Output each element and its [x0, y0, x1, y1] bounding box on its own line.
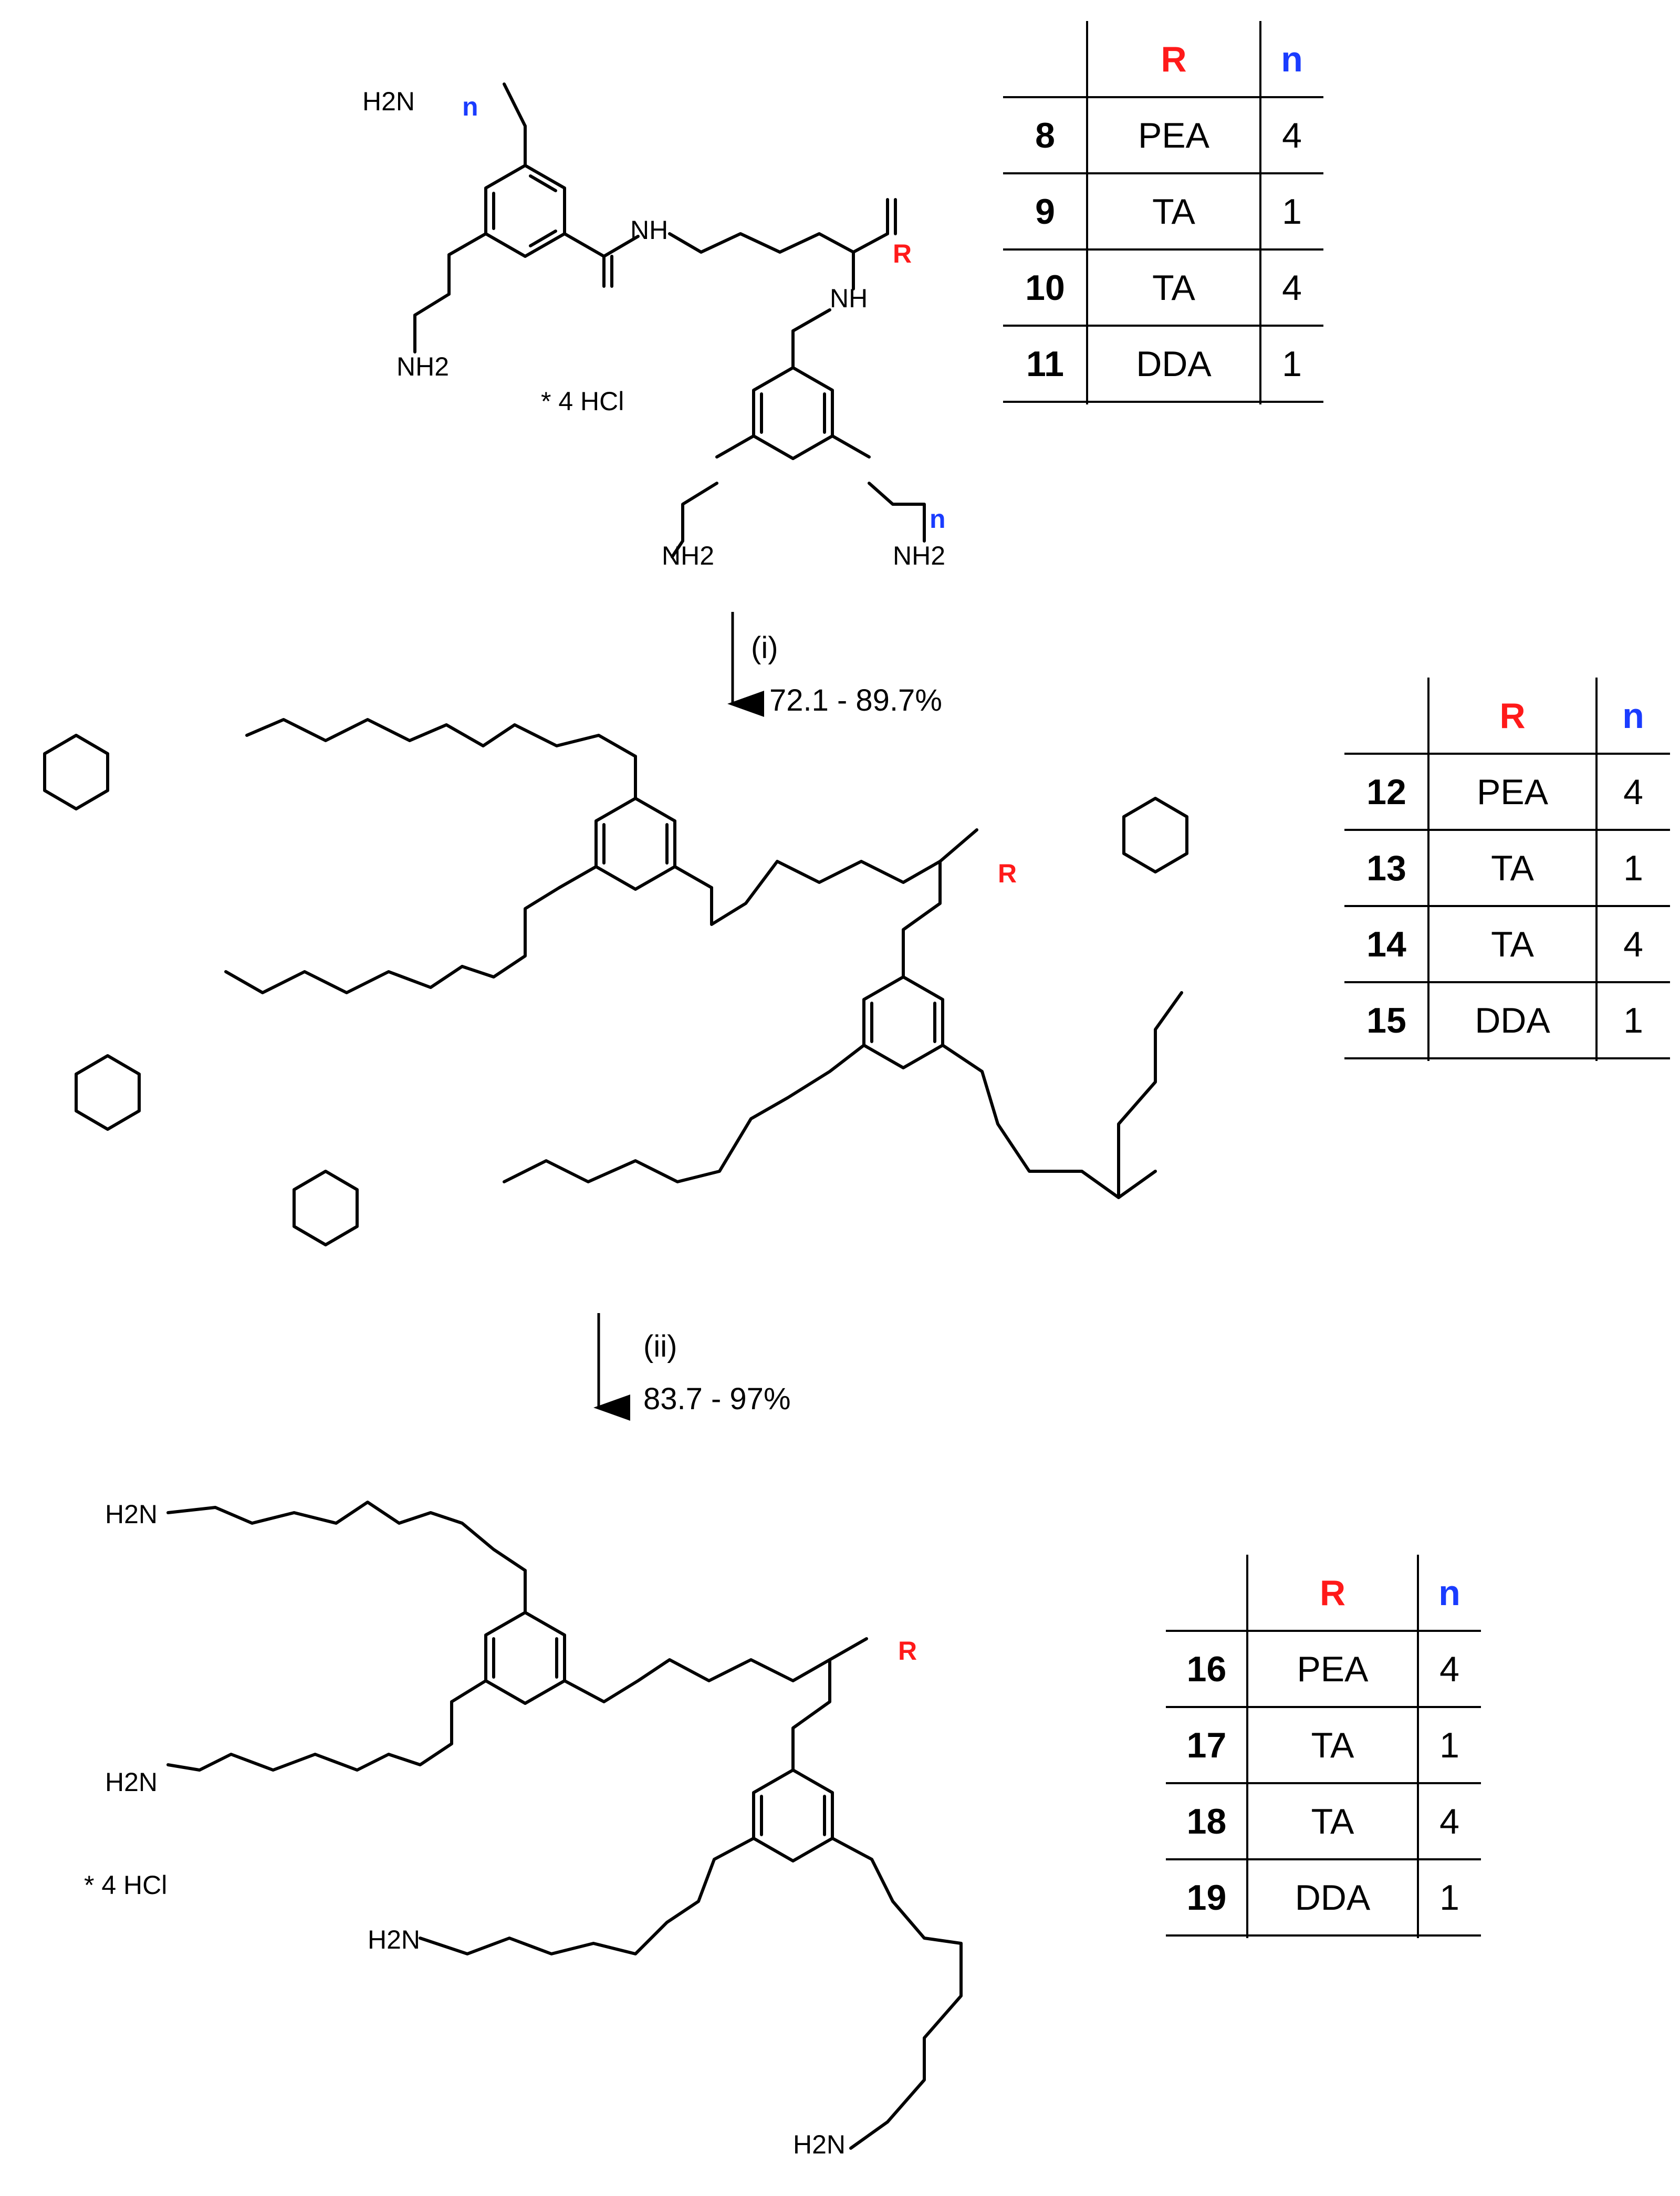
step-2-yield: 83.7 - 97% [643, 1382, 791, 1416]
n-value: 1 [1282, 344, 1302, 384]
header-n: n [1622, 695, 1644, 736]
n-value: 4 [1623, 924, 1643, 964]
compound-id: 14 [1366, 924, 1406, 964]
amine-label: H2N [368, 1925, 420, 1954]
compound-id: 10 [1025, 267, 1065, 308]
n-value: 1 [1439, 1725, 1459, 1765]
compound-table-3: R n 16 PEA 4 17 TA 1 18 TA 4 19 DDA 1 [1166, 1555, 1481, 1938]
r-group-label: R [893, 239, 912, 268]
r-value: TA [1311, 1801, 1354, 1841]
n-value: 4 [1623, 772, 1643, 812]
header-n: n [1438, 1573, 1460, 1613]
amine-label: H2N [793, 2130, 846, 2159]
repeat-unit-label: n [930, 504, 946, 534]
r-value: TA [1491, 924, 1534, 964]
table-grid [1344, 678, 1670, 1061]
n-value: 4 [1439, 1801, 1459, 1841]
n-value: 4 [1439, 1649, 1459, 1689]
r-value: PEA [1476, 772, 1549, 812]
amide-nh-label: NH [830, 284, 868, 313]
table-grid [1003, 21, 1323, 404]
header-n: n [1281, 39, 1303, 79]
amine-label: NH2 [662, 541, 714, 570]
n-value: 1 [1623, 848, 1643, 888]
amine-label: NH2 [893, 541, 945, 570]
compound-table-1: R n 8 PEA 4 9 TA 1 10 TA 4 11 DDA 1 [1003, 21, 1323, 404]
amine-label: H2N [105, 1767, 158, 1797]
r-value: PEA [1297, 1649, 1369, 1689]
step-1-label: (i) [751, 631, 778, 665]
table-grid [1166, 1555, 1481, 1938]
compound-id: 8 [1035, 115, 1055, 155]
r-group-label: R [998, 859, 1017, 888]
header-r: R [1161, 39, 1187, 79]
r-value: DDA [1295, 1877, 1371, 1918]
compound-table-2: R n 12 PEA 4 13 TA 1 14 TA 4 15 DDA 1 [1344, 678, 1670, 1061]
compound-id: 15 [1366, 1000, 1406, 1040]
compound-id: 17 [1186, 1725, 1227, 1765]
step-2-label: (ii) [643, 1329, 677, 1364]
r-value: PEA [1138, 115, 1210, 155]
reaction-arrows [593, 612, 764, 1421]
step-1-yield: 72.1 - 89.7% [769, 683, 942, 717]
compound-id: 11 [1026, 344, 1064, 384]
r-value: DDA [1136, 344, 1212, 384]
amine-label: H2N [362, 87, 415, 116]
compound-id: 9 [1035, 191, 1055, 232]
n-value: 4 [1282, 267, 1302, 308]
n-value: 1 [1439, 1877, 1459, 1918]
r-value: TA [1311, 1725, 1354, 1765]
product-structure [166, 1501, 963, 2150]
r-group-label: R [898, 1636, 917, 1666]
amine-label: NH2 [396, 352, 449, 381]
repeat-unit-label: n [462, 92, 478, 121]
compound-id: 13 [1366, 848, 1406, 888]
n-value: 1 [1623, 1000, 1643, 1040]
amide-nh-label: NH [630, 215, 668, 245]
starting-material-structure [413, 82, 926, 558]
atom-labels: H2N NH2 NH2 NH2 NH NH R R R n n H2N H2N … [105, 87, 1017, 2159]
n-value: 4 [1282, 115, 1302, 155]
header-r: R [1499, 695, 1526, 736]
compound-id: 12 [1366, 772, 1406, 812]
intermediate-structure [43, 718, 1188, 1246]
r-value: DDA [1475, 1000, 1550, 1040]
header-r: R [1319, 1573, 1346, 1613]
r-value: TA [1152, 191, 1195, 232]
compound-id: 19 [1186, 1877, 1227, 1918]
compound-id: 18 [1186, 1801, 1227, 1841]
compound-id: 16 [1186, 1649, 1227, 1689]
r-value: TA [1152, 267, 1195, 308]
amine-label: H2N [105, 1500, 158, 1529]
salt-note: * 4 HCl [541, 387, 624, 416]
r-value: TA [1491, 848, 1534, 888]
salt-note: * 4 HCl [84, 1870, 168, 1900]
n-value: 1 [1282, 191, 1302, 232]
